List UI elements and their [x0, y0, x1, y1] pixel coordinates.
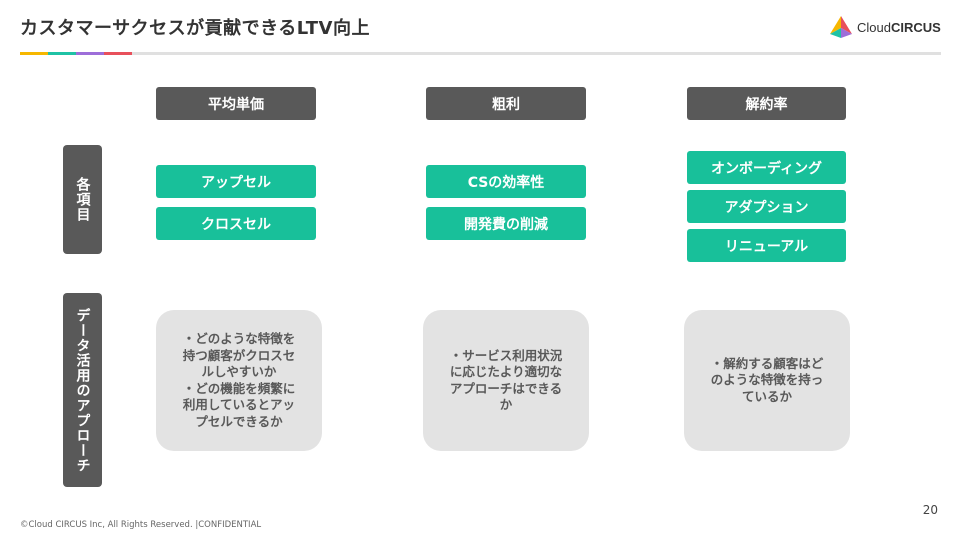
- accent-purple: [76, 52, 104, 55]
- approach-text-churn-rate: ・解約する顧客はど のような特徴を持っ ているか: [710, 355, 824, 404]
- approach-text-average-price: ・どのような特徴を 持つ顧客がクロスセ ルしやすいか ・どの機能を頻繁に 利用し…: [182, 331, 296, 429]
- page-number: 20: [922, 503, 938, 517]
- item-cs-efficiency: CSの効率性: [426, 165, 586, 198]
- logo-word-cloud: Cloud: [857, 19, 891, 35]
- item-adoption: アダプション: [687, 190, 846, 223]
- accent-yellow: [20, 52, 48, 55]
- accent-red: [104, 52, 132, 55]
- accent-color-bar: [20, 52, 132, 55]
- logo-word-circus: CIRCUS: [890, 19, 941, 35]
- accent-green: [48, 52, 76, 55]
- item-dev-cost-reduction: 開発費の削減: [426, 207, 586, 240]
- item-onboarding: オンボーディング: [687, 151, 846, 184]
- item-upsell: アップセル: [156, 165, 316, 198]
- copyright-footer: ©Cloud CIRCUS Inc, All Rights Reserved. …: [20, 520, 262, 530]
- title-underline: [20, 52, 941, 55]
- row-label-approach: データ活用のアプローチ: [63, 293, 102, 487]
- item-cross-sell: クロスセル: [156, 207, 316, 240]
- logo-wordmark: CloudCIRCUS: [857, 20, 941, 35]
- cloud-circus-logo-icon: [830, 16, 852, 38]
- slide-title: カスタマーサクセスが貢献できるLTV向上: [20, 18, 370, 39]
- row-label-items: 各項目: [63, 145, 102, 254]
- cloud-circus-logo: CloudCIRCUS: [828, 14, 941, 40]
- approach-text-gross-profit: ・サービス利用状況 に応じたより適切な アプローチはできる か: [449, 347, 563, 413]
- approach-card-churn-rate: ・解約する顧客はど のような特徴を持っ ているか: [684, 310, 850, 451]
- item-renewal: リニューアル: [687, 229, 846, 262]
- approach-card-gross-profit: ・サービス利用状況 に応じたより適切な アプローチはできる か: [423, 310, 589, 451]
- header-average-price: 平均単価: [156, 87, 316, 120]
- header-churn-rate: 解約率: [687, 87, 846, 120]
- approach-card-average-price: ・どのような特徴を 持つ顧客がクロスセ ルしやすいか ・どの機能を頻繁に 利用し…: [156, 310, 322, 451]
- header-gross-profit: 粗利: [426, 87, 586, 120]
